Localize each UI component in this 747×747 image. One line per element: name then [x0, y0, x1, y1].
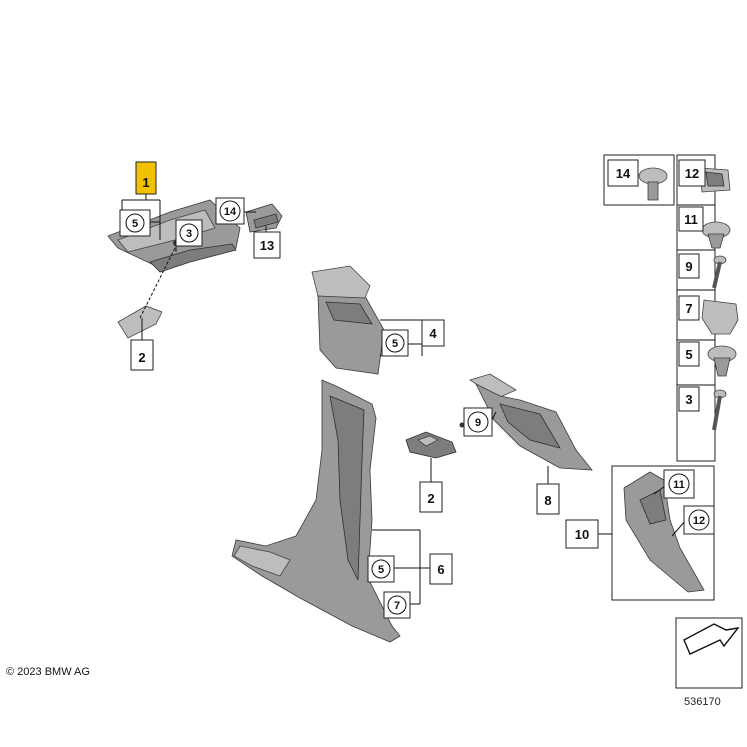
callout-14-hardware[interactable]: 14 — [607, 159, 639, 187]
circle-callout-5-upper[interactable]: 5 — [119, 209, 151, 237]
svg-text:14: 14 — [616, 166, 631, 181]
callout-4[interactable]: 4 — [421, 319, 445, 347]
circle-callout-5-pillar-lower[interactable]: 5 — [367, 555, 395, 583]
screw-14-icon[interactable] — [638, 167, 668, 201]
svg-text:3: 3 — [186, 228, 192, 240]
svg-text:6: 6 — [437, 562, 444, 577]
svg-text:2: 2 — [427, 491, 434, 506]
clip-9-dot — [459, 422, 465, 428]
circle-callout-12[interactable]: 12 — [683, 505, 715, 535]
svg-text:9: 9 — [685, 259, 692, 274]
callout-6[interactable]: 6 — [429, 553, 453, 585]
svg-text:14: 14 — [224, 206, 237, 218]
svg-text:7: 7 — [685, 301, 692, 316]
circle-callout-14[interactable]: 14 — [215, 197, 245, 225]
svg-text:10: 10 — [575, 527, 589, 542]
svg-text:5: 5 — [685, 347, 692, 362]
clip-7-icon[interactable] — [701, 299, 739, 335]
svg-text:1: 1 — [142, 175, 149, 190]
part-6-b-pillar-lower-trim[interactable] — [231, 379, 401, 643]
diagram-number: 536170 — [684, 696, 721, 708]
circle-callout-3[interactable]: 3 — [175, 219, 203, 247]
part-4-b-pillar-upper-trim[interactable] — [311, 265, 385, 375]
clip-11-icon[interactable] — [701, 221, 731, 249]
callout-5-hardware[interactable]: 5 — [678, 341, 700, 367]
svg-text:7: 7 — [394, 600, 400, 612]
screw-3-icon[interactable] — [712, 389, 727, 431]
callout-1[interactable]: 1 — [135, 161, 157, 195]
nut-12-icon[interactable] — [699, 167, 731, 193]
clip-5-icon[interactable] — [707, 345, 737, 377]
svg-text:12: 12 — [685, 166, 699, 181]
svg-text:8: 8 — [544, 493, 551, 508]
callout-11-hardware[interactable]: 11 — [678, 206, 704, 232]
callout-10[interactable]: 10 — [565, 519, 599, 549]
svg-text:5: 5 — [378, 564, 384, 576]
part-13-bracket[interactable] — [245, 203, 283, 233]
svg-text:5: 5 — [392, 338, 398, 350]
orientation-arrow-icon — [675, 617, 743, 689]
svg-text:2: 2 — [138, 350, 145, 365]
callout-3-hardware[interactable]: 3 — [678, 386, 700, 412]
circle-callout-9[interactable]: 9 — [463, 407, 493, 437]
circle-callout-11[interactable]: 11 — [663, 469, 695, 499]
svg-text:9: 9 — [475, 417, 481, 429]
svg-text:4: 4 — [429, 326, 437, 341]
callout-12-hardware[interactable]: 12 — [678, 159, 706, 187]
svg-text:5: 5 — [132, 218, 138, 230]
callout-13[interactable]: 13 — [253, 231, 281, 259]
part-2-cover-cap-lower[interactable] — [405, 431, 457, 459]
callout-7-hardware[interactable]: 7 — [678, 295, 700, 321]
circle-callout-7[interactable]: 7 — [383, 591, 411, 619]
svg-text:3: 3 — [685, 392, 692, 407]
copyright-text: © 2023 BMW AG — [6, 666, 90, 678]
part-8-c-pillar-trim[interactable] — [469, 373, 593, 471]
callout-8[interactable]: 8 — [536, 483, 560, 515]
svg-text:13: 13 — [260, 238, 274, 253]
svg-text:11: 11 — [684, 212, 698, 227]
screw-9-icon[interactable] — [712, 255, 727, 289]
callout-2-upper[interactable]: 2 — [130, 339, 154, 371]
svg-text:11: 11 — [673, 479, 685, 491]
circle-callout-5-pillar-upper[interactable]: 5 — [381, 329, 409, 357]
callout-9-hardware[interactable]: 9 — [678, 253, 700, 279]
callout-2-lower[interactable]: 2 — [419, 481, 443, 513]
svg-text:12: 12 — [693, 515, 705, 527]
part-2-cover-cap-upper[interactable] — [117, 305, 163, 339]
